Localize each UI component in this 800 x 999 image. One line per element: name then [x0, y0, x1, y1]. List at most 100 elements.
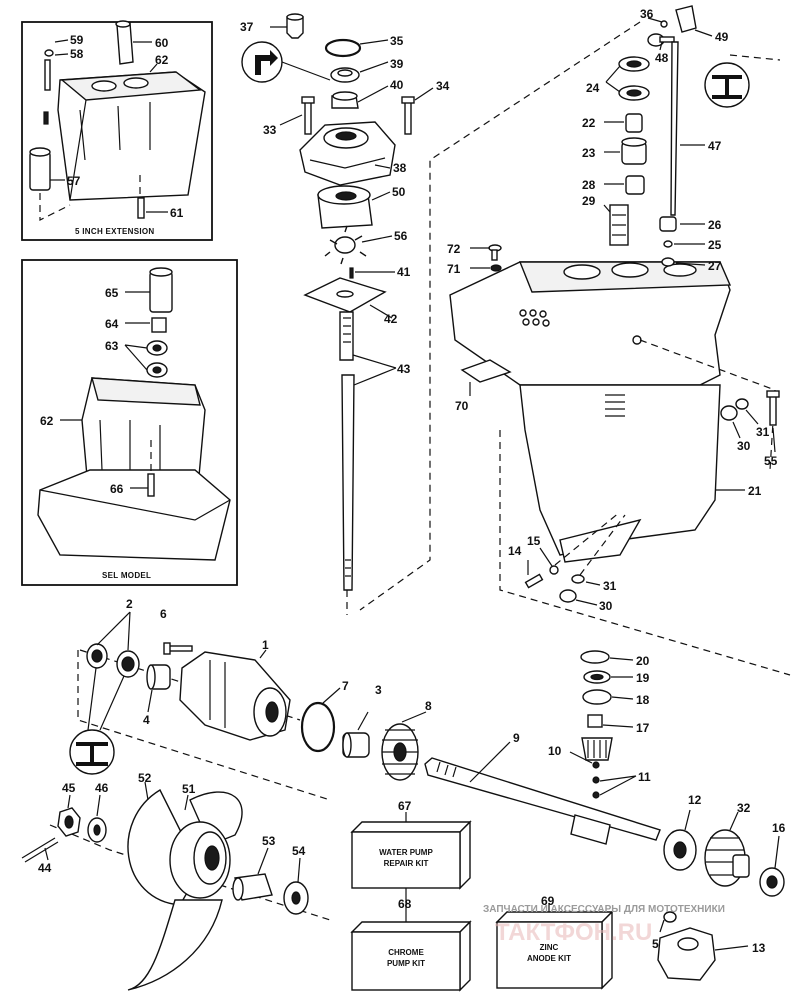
kit-67-line2: REPAIR KIT	[384, 859, 429, 868]
sel-box-title: SEL MODEL	[102, 571, 151, 580]
extension-box: 59 58 60 62 57 61 5 INCH EXTENSION	[21, 20, 213, 241]
label-2: 2	[126, 597, 133, 611]
washer-15	[549, 565, 559, 575]
sel-model-box: 65 64 63 62 66 SEL MODEL	[21, 259, 238, 586]
label-17: 17	[636, 721, 650, 735]
thrust-washer-20	[580, 650, 610, 664]
sel-base-plate	[37, 469, 231, 561]
screw-5	[663, 911, 677, 923]
sel-screw-66	[147, 473, 155, 497]
label-38: 38	[393, 161, 407, 175]
kit-chrome-pump: CHROME PUMP KIT 68	[350, 888, 472, 992]
plate-70	[460, 359, 512, 383]
label-47: 47	[708, 139, 722, 153]
gearcase-vent-holes	[519, 309, 550, 327]
label-20: 20	[636, 654, 650, 668]
part-34-bolt	[404, 101, 412, 135]
kit-67-line1: WATER PUMP	[379, 848, 433, 857]
bearing-28	[625, 175, 645, 195]
label-60: 60	[155, 36, 169, 50]
label-51: 51	[182, 782, 196, 796]
label-32: 32	[737, 801, 751, 815]
kit-boxes: WATER PUMP REPAIR KIT 67 CHROME PUMP KIT…	[350, 799, 614, 992]
label-53: 53	[262, 834, 276, 848]
label-8: 8	[425, 699, 432, 713]
label-13: 13	[752, 941, 766, 955]
label-14: 14	[508, 544, 522, 558]
washer-18	[582, 689, 612, 705]
label-66: 66	[110, 482, 124, 496]
label-35: 35	[390, 34, 404, 48]
label-10: 10	[548, 744, 562, 758]
label-62a: 62	[155, 53, 169, 67]
water-pump-group: 37 35 39 40 34 33 38 50 56 41 42 43	[240, 13, 450, 615]
label-24: 24	[586, 81, 600, 95]
label-49: 49	[715, 30, 729, 44]
label-72: 72	[447, 242, 461, 256]
part-36	[660, 20, 668, 28]
label-56: 56	[394, 229, 408, 243]
ball-11b	[592, 791, 600, 799]
impeller-56	[324, 225, 367, 265]
kit-69-line2: ANODE KIT	[527, 954, 571, 963]
label-61: 61	[170, 206, 184, 220]
arrow-symbol-circle	[241, 41, 283, 83]
label-48: 48	[655, 51, 669, 65]
pin-41	[349, 267, 354, 279]
sel-sleeve-65	[149, 271, 173, 313]
label-23: 23	[582, 146, 596, 160]
washer-31-right	[735, 398, 749, 410]
label-50: 50	[392, 185, 406, 199]
label-11: 11	[638, 770, 651, 784]
extension-tube-60	[116, 22, 134, 65]
watermark-caption: ЗАПЧАСТИ И АКСЕССУАРЫ ДЛЯ МОТОТЕХНИКИ	[483, 904, 725, 915]
label-52: 52	[138, 771, 152, 785]
label-1: 1	[262, 638, 269, 652]
ball-11a	[592, 776, 600, 784]
label-31a: 31	[756, 425, 770, 439]
label-59: 59	[70, 33, 84, 47]
extension-bolt-61	[137, 197, 145, 219]
label-63: 63	[105, 339, 119, 353]
label-22: 22	[582, 116, 596, 130]
propeller-shaft-9	[424, 757, 661, 841]
part-27	[661, 257, 675, 267]
label-39: 39	[390, 57, 404, 71]
pin-10	[592, 761, 600, 769]
label-42: 42	[384, 312, 398, 326]
label-65: 65	[105, 286, 119, 300]
plug-30-lower	[559, 589, 577, 603]
label-25: 25	[708, 238, 722, 252]
forward-gear-32	[704, 829, 750, 887]
bolt-55	[769, 394, 777, 426]
screw-6	[167, 645, 193, 652]
label-40: 40	[390, 78, 404, 92]
kit-68-line2: PUMP KIT	[387, 959, 425, 968]
reverse-gear-8	[381, 723, 419, 781]
label-16: 16	[772, 821, 786, 835]
label-19: 19	[636, 671, 650, 685]
sel-spacer-64	[151, 317, 167, 333]
propshaft-group: 2 6 1 4 7 3 8 9 10 11 20 19 18 17 12 32 …	[69, 597, 786, 981]
label-57: 57	[67, 174, 81, 188]
kit-zinc-anode: ZINC ANODE KIT 69	[495, 894, 614, 990]
label-5: 5	[652, 937, 659, 951]
kit-water-pump: WATER PUMP REPAIR KIT 67	[350, 799, 472, 890]
shift-rod-47	[670, 41, 679, 216]
watermark-logo: ТАКТФОН.RU	[495, 919, 652, 946]
label-31b: 31	[603, 579, 617, 593]
part-25	[663, 240, 673, 248]
cotter-pin-44	[21, 837, 59, 863]
bushing-22	[625, 113, 643, 133]
label-67: 67	[398, 799, 412, 813]
label-15: 15	[527, 534, 541, 548]
label-33: 33	[263, 123, 277, 137]
label-3: 3	[375, 683, 382, 697]
label-64: 64	[105, 317, 119, 331]
part-35-oring	[324, 38, 362, 58]
washer-71	[490, 264, 502, 272]
shift-yoke-13	[657, 927, 716, 981]
label-21: 21	[748, 484, 762, 498]
oring-7	[300, 701, 336, 753]
